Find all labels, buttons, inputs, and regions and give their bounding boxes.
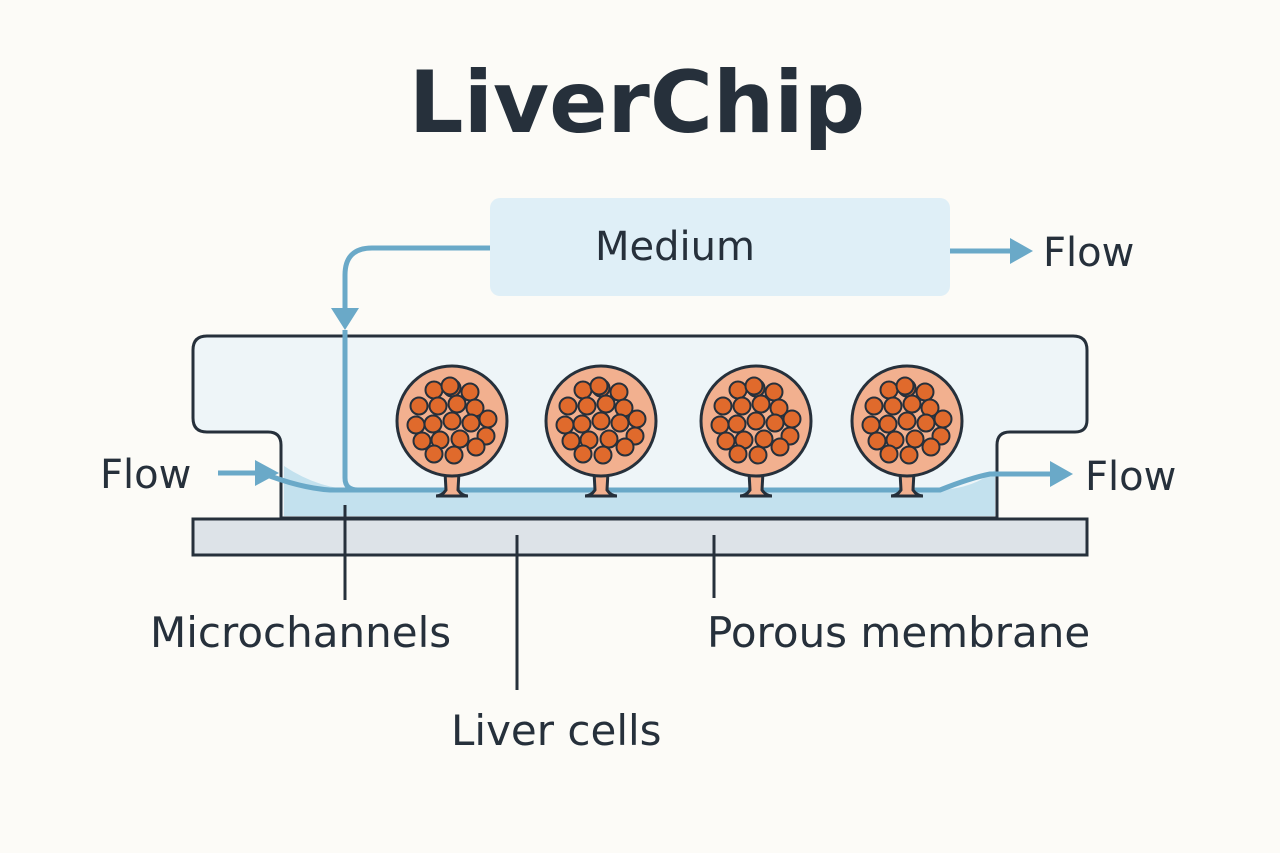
medium-outflow-arrowhead <box>1010 238 1033 264</box>
flow-label-left: Flow <box>100 452 191 498</box>
hepatocyte <box>728 444 748 464</box>
hepatocyte <box>905 429 925 449</box>
hepatocyte <box>744 376 764 396</box>
hepatocyte <box>883 396 903 416</box>
hepatocyte <box>466 437 486 457</box>
hepatocyte <box>558 396 578 416</box>
hepatocyte <box>627 409 647 429</box>
liver-cell-cluster <box>395 364 509 498</box>
inlet-arrowhead <box>255 460 279 486</box>
hepatocyte <box>765 413 785 433</box>
hepatocyte <box>478 409 498 429</box>
hepatocyte <box>450 429 470 449</box>
hepatocyte <box>921 437 941 457</box>
flow-label-right: Flow <box>1085 454 1176 500</box>
hepatocyte <box>423 414 443 434</box>
hepatocyte <box>447 394 467 414</box>
cell-stalk <box>584 470 618 498</box>
hepatocyte <box>573 444 593 464</box>
liver-cell-cluster <box>699 364 813 498</box>
hepatocyte <box>899 445 919 465</box>
hepatocyte <box>444 445 464 465</box>
hepatocyte <box>424 380 444 400</box>
hepatocyte <box>897 411 917 431</box>
liver-cell-clusters <box>395 364 964 498</box>
hepatocyte <box>727 414 747 434</box>
hepatocyte <box>710 415 730 435</box>
hepatocyte <box>593 445 613 465</box>
hepatocyte <box>878 414 898 434</box>
hepatocyte <box>573 380 593 400</box>
flow-label-top-right: Flow <box>1043 230 1134 276</box>
hepatocyte <box>461 413 481 433</box>
hepatocyte <box>732 396 752 416</box>
cell-stalk <box>739 470 773 498</box>
hepatocyte <box>916 413 936 433</box>
medium-label: Medium <box>595 224 755 270</box>
hepatocyte <box>561 431 581 451</box>
hepatocyte <box>782 409 802 429</box>
hepatocyte <box>591 411 611 431</box>
hepatocyte <box>424 444 444 464</box>
hepatocyte <box>406 415 426 435</box>
hepatocyte <box>577 396 597 416</box>
hepatocyte <box>615 437 635 457</box>
diagram-title: LiverChip <box>409 53 865 153</box>
hepatocyte <box>867 431 887 451</box>
hepatocyte <box>412 431 432 451</box>
hepatocyte <box>751 394 771 414</box>
porous-membrane-plate <box>191 517 1089 557</box>
hepatocyte <box>572 414 592 434</box>
porous-membrane-label: Porous membrane <box>707 608 1090 657</box>
hepatocyte <box>864 396 884 416</box>
hepatocyte <box>596 394 616 414</box>
hepatocyte <box>879 380 899 400</box>
recirculation-arrowhead <box>331 308 359 330</box>
hepatocyte <box>895 376 915 396</box>
hepatocyte <box>716 431 736 451</box>
microchannel-flow-line <box>218 470 1058 493</box>
hepatocyte <box>746 411 766 431</box>
liver-cells-label: Liver cells <box>451 706 662 755</box>
hepatocyte <box>610 413 630 433</box>
hepatocyte <box>902 394 922 414</box>
hepatocyte <box>555 415 575 435</box>
hepatocyte <box>728 380 748 400</box>
hepatocyte <box>599 429 619 449</box>
liver-cell-cluster <box>850 364 964 498</box>
hepatocyte <box>713 396 733 416</box>
hepatocyte <box>428 396 448 416</box>
hepatocyte <box>409 396 429 416</box>
hepatocyte <box>440 376 460 396</box>
cell-stalk <box>890 470 924 498</box>
cell-stalk <box>435 470 469 498</box>
hepatocyte <box>754 429 774 449</box>
liver-cell-cluster <box>544 364 658 498</box>
outlet-arrowhead <box>1050 461 1073 487</box>
hepatocyte <box>589 376 609 396</box>
hepatocyte <box>770 437 790 457</box>
hepatocyte <box>879 444 899 464</box>
hepatocyte <box>442 411 462 431</box>
microchannels-label: Microchannels <box>150 608 451 657</box>
recirculation-line <box>342 245 490 316</box>
medium-reservoir <box>490 198 950 296</box>
hepatocyte <box>933 409 953 429</box>
hepatocyte <box>748 445 768 465</box>
hepatocyte <box>861 415 881 435</box>
